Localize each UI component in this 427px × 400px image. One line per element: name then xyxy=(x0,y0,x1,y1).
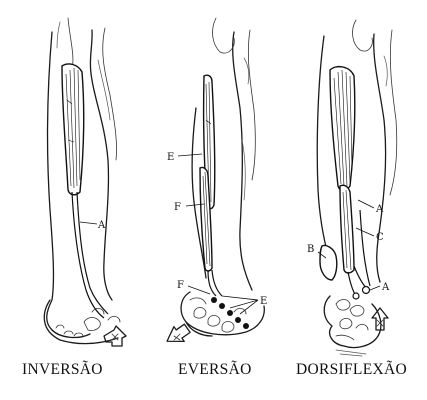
caption-dorsiflexion: DORSIFLEXÃO xyxy=(296,361,407,378)
leg-outline-inversion xyxy=(43,17,121,345)
label-f-lower-eversion: F xyxy=(177,280,211,295)
label-a-lower: A xyxy=(381,282,390,293)
hollow-arrow-icon xyxy=(166,323,191,343)
tendon-insertions-eversion xyxy=(211,297,249,329)
muscle-peroneus-eversion xyxy=(199,74,223,297)
label-e-lower: E xyxy=(260,296,267,307)
label-f-lower: F xyxy=(177,280,184,291)
muscle-tibialis-dorsiflexion xyxy=(319,65,371,300)
muscle-tibialis-anterior-inversion xyxy=(61,63,109,319)
panel-dorsiflexion: A C B A DORSIFLEXÃO xyxy=(296,19,407,378)
label-e-lower-eversion: E xyxy=(221,295,267,315)
label-a-upper-dorsiflexion: A xyxy=(357,199,384,215)
label-f-upper: F xyxy=(174,202,181,213)
label-e-upper: E xyxy=(167,152,174,163)
leg-outline-dorsiflexion xyxy=(316,19,398,357)
label-c: C xyxy=(376,232,384,243)
label-a-inversion: A xyxy=(79,220,106,231)
label-a: A xyxy=(97,220,106,231)
hollow-arrow-icon xyxy=(371,307,389,331)
label-f-upper-eversion: F xyxy=(174,202,205,213)
label-c-dorsiflexion: C xyxy=(355,227,384,243)
label-e-upper-eversion: E xyxy=(167,152,203,163)
label-a-upper: A xyxy=(375,204,384,215)
label-b: B xyxy=(307,244,314,255)
label-b-dorsiflexion: B xyxy=(307,244,327,259)
caption-inversion: INVERSÃO xyxy=(22,361,103,378)
panel-inversion: A INVERSÃO xyxy=(22,17,127,378)
label-a-lower-dorsiflexion: A xyxy=(369,282,390,293)
leg-outline-eversion xyxy=(180,17,265,337)
caption-eversion: EVERSÃO xyxy=(178,361,252,378)
hollow-arrow-icon xyxy=(103,325,127,347)
panel-eversion: E F F E EVERSÃO xyxy=(166,17,267,378)
